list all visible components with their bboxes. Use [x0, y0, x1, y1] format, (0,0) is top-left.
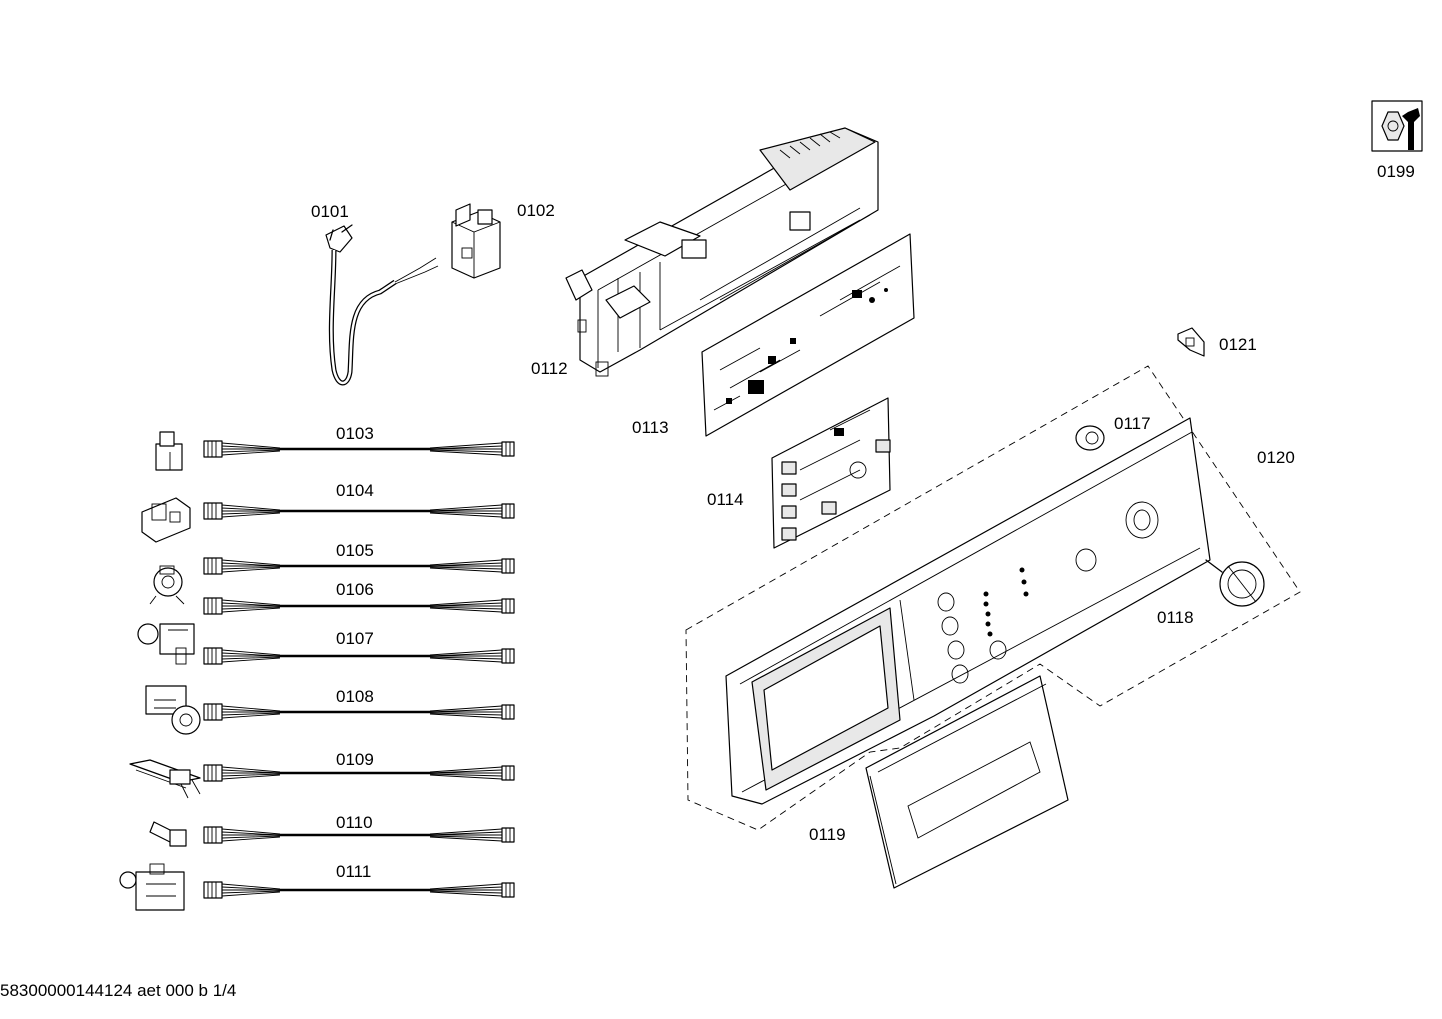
part-0118-program-knob[interactable] [1205, 559, 1265, 607]
label-0112: 0112 [531, 359, 568, 378]
door-lock-component [155, 431, 183, 471]
label-0105: 0105 [336, 541, 374, 560]
label-0106: 0106 [336, 580, 374, 599]
label-0199: 0199 [1377, 162, 1415, 181]
label-0121: 0121 [1219, 335, 1257, 354]
harness-0105[interactable] [204, 558, 514, 574]
part-0121-clip[interactable] [1177, 327, 1205, 357]
part-0119-drawer-handle[interactable] [865, 675, 1069, 889]
label-0107: 0107 [336, 629, 374, 648]
label-0119: 0119 [809, 825, 846, 844]
sensor-component [149, 821, 187, 847]
part-0120-panel-outline [685, 365, 1301, 831]
label-0108: 0108 [336, 687, 374, 706]
part-0113-main-pcb[interactable] [701, 233, 915, 437]
door-lock-alt-component [141, 497, 191, 543]
motor-pump-component [145, 685, 201, 735]
harness-0111[interactable] [204, 882, 514, 898]
harness-0106[interactable] [204, 598, 514, 614]
harness-0104[interactable] [204, 503, 514, 519]
label-0101: 0101 [311, 202, 349, 221]
drain-pump-component [137, 623, 195, 665]
label-0113: 0113 [632, 418, 669, 437]
label-0114: 0114 [707, 490, 744, 509]
label-0109: 0109 [336, 750, 374, 769]
label-0104: 0104 [336, 481, 374, 500]
label-0117: 0117 [1114, 414, 1151, 433]
part-0101-mains-cable[interactable] [325, 224, 439, 386]
label-0110: 0110 [336, 813, 373, 832]
part-0102-filter[interactable] [451, 203, 501, 279]
part-0112-control-housing[interactable] [565, 127, 879, 377]
part-0114-button-pcb[interactable] [771, 397, 891, 549]
valve-component [119, 863, 185, 911]
pressure-switch-component [149, 565, 185, 605]
label-0118: 0118 [1157, 608, 1194, 627]
wrench-nut-icon [1371, 100, 1423, 152]
label-0102: 0102 [517, 201, 555, 220]
heating-element-component [129, 759, 201, 799]
harness-0103[interactable] [204, 441, 514, 457]
label-0111: 0111 [336, 862, 371, 881]
part-0117-knob-insert[interactable] [1075, 425, 1105, 451]
part-0120-control-panel[interactable] [725, 417, 1211, 805]
label-0120: 0120 [1257, 448, 1295, 467]
harness-0108[interactable] [204, 704, 514, 720]
harness-0107[interactable] [204, 648, 514, 664]
document-id: 58300000144124 aet 000 b 1/4 [0, 981, 237, 1000]
label-0103: 0103 [336, 424, 374, 443]
